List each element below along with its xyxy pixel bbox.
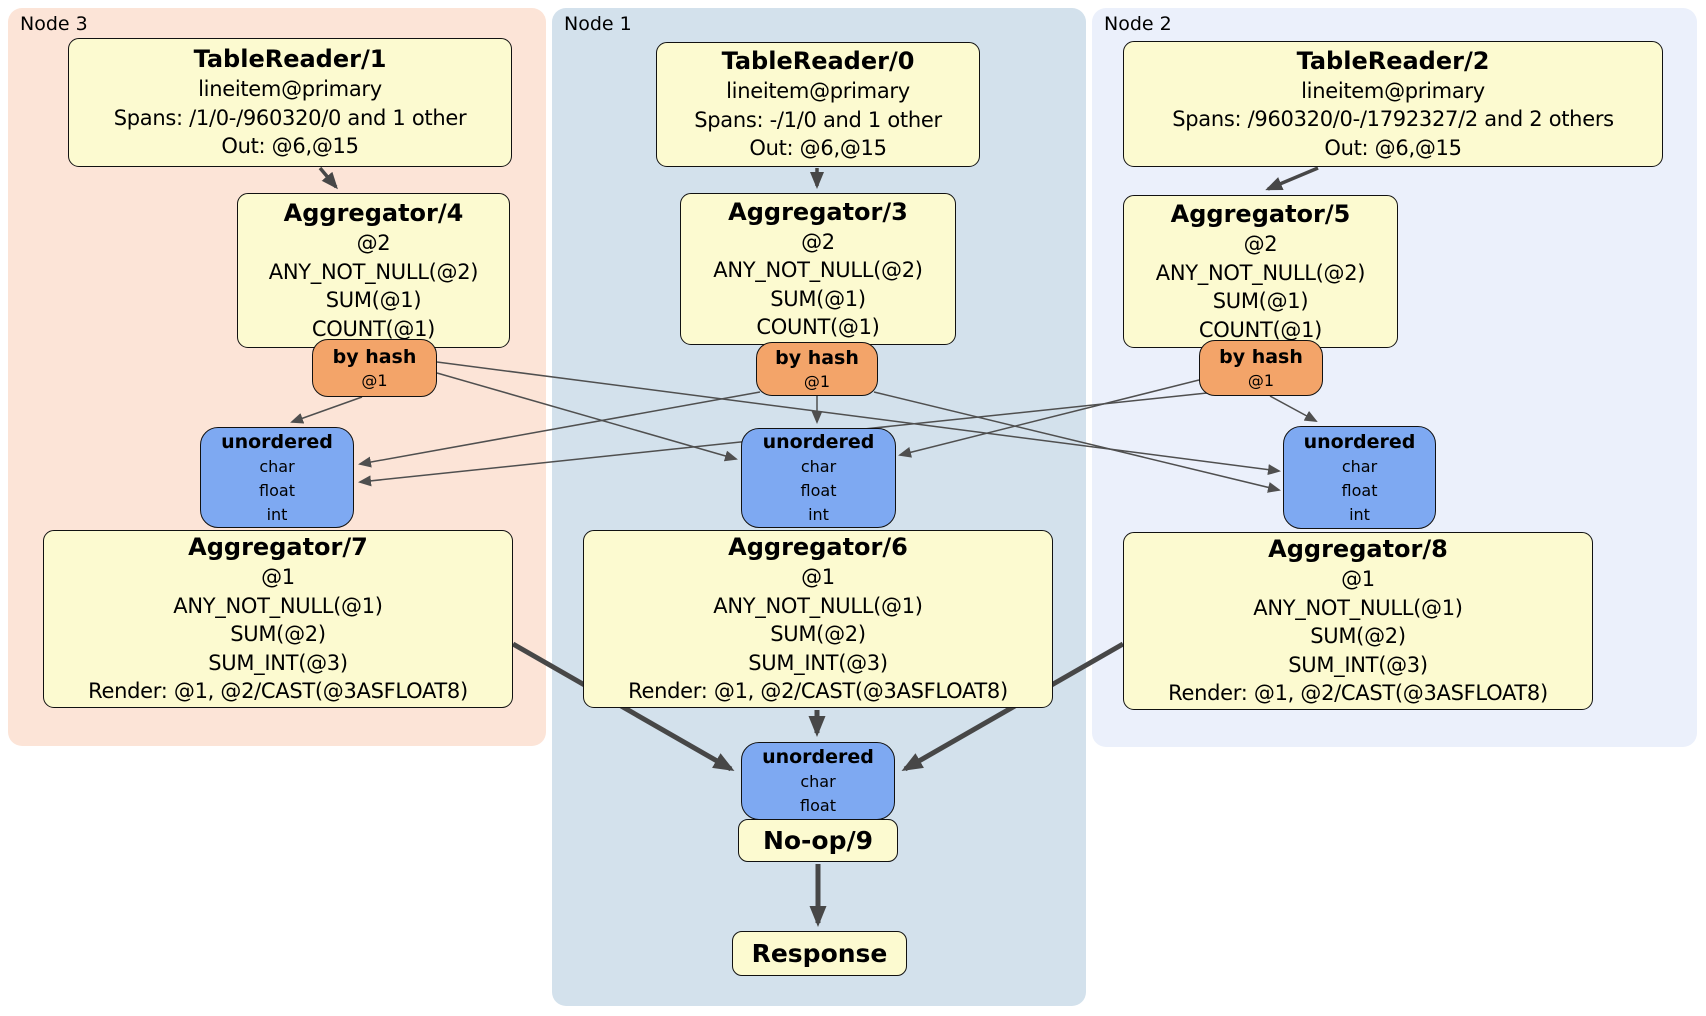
- reader-to-agg-edges: [318, 166, 1319, 191]
- unordered-sync-node1: unordered char float int: [741, 428, 896, 528]
- aggregator-6-box: Aggregator/6 @1 ANY_NOT_NULL(@1) SUM(@2)…: [583, 530, 1053, 708]
- aggregator-5-box: Aggregator/5 @2 ANY_NOT_NULL(@2) SUM(@1)…: [1123, 195, 1398, 348]
- node2-label: Node 2: [1104, 13, 1172, 35]
- edge-r1-s2: [873, 391, 1281, 493]
- aggregator-4-box: Aggregator/4 @2 ANY_NOT_NULL(@2) SUM(@1)…: [237, 193, 510, 348]
- table-reader-0-box: TableReader/0 lineitem@primary Spans: -/…: [656, 42, 980, 167]
- aggregator-7-box: Aggregator/7 @1 ANY_NOT_NULL(@1) SUM(@2)…: [43, 530, 513, 708]
- table-reader-1-box: TableReader/1 lineitem@primary Spans: /1…: [68, 38, 512, 167]
- box-title: Aggregator/5: [1170, 200, 1351, 228]
- box-title: Aggregator/4: [283, 199, 464, 227]
- box-title: TableReader/1: [193, 45, 387, 74]
- aggregator-3-box: Aggregator/3 @2 ANY_NOT_NULL(@2) SUM(@1)…: [680, 193, 956, 345]
- unordered-sync-node2: unordered char float int: [1283, 426, 1436, 529]
- edge-tr1-agg4: [318, 166, 338, 190]
- edge-r2-s2: [1269, 395, 1318, 422]
- hash-router-node3: by hash @1: [312, 339, 437, 397]
- hash-router-node1: by hash @1: [756, 342, 878, 396]
- box-title: Aggregator/7: [188, 533, 368, 562]
- box-title: Aggregator/3: [728, 197, 908, 226]
- response-box: Response: [732, 931, 907, 976]
- unordered-sync-node3: unordered char float int: [200, 427, 354, 528]
- edge-tr2-agg5: [1265, 166, 1319, 191]
- unordered-sync-output: unordered char float: [741, 742, 895, 820]
- box-title: Aggregator/6: [728, 533, 908, 562]
- hash-router-node2: by hash @1: [1199, 340, 1323, 396]
- node3-label: Node 3: [20, 13, 88, 35]
- edge-r2-s1: [898, 379, 1200, 458]
- edge-r1-s3: [358, 391, 761, 468]
- edge-r3-s2: [436, 361, 1281, 476]
- box-title: TableReader/0: [721, 47, 915, 76]
- noop-box: No-op/9: [738, 819, 898, 862]
- node1-label: Node 1: [564, 13, 632, 35]
- table-reader-2-box: TableReader/2 lineitem@primary Spans: /9…: [1123, 41, 1663, 167]
- aggregator-8-box: Aggregator/8 @1 ANY_NOT_NULL(@1) SUM(@2)…: [1123, 532, 1593, 710]
- edge-r3-s1: [436, 372, 738, 462]
- box-title: TableReader/2: [1296, 46, 1490, 75]
- edge-r3-s3: [290, 396, 363, 424]
- box-title: Aggregator/8: [1268, 535, 1448, 564]
